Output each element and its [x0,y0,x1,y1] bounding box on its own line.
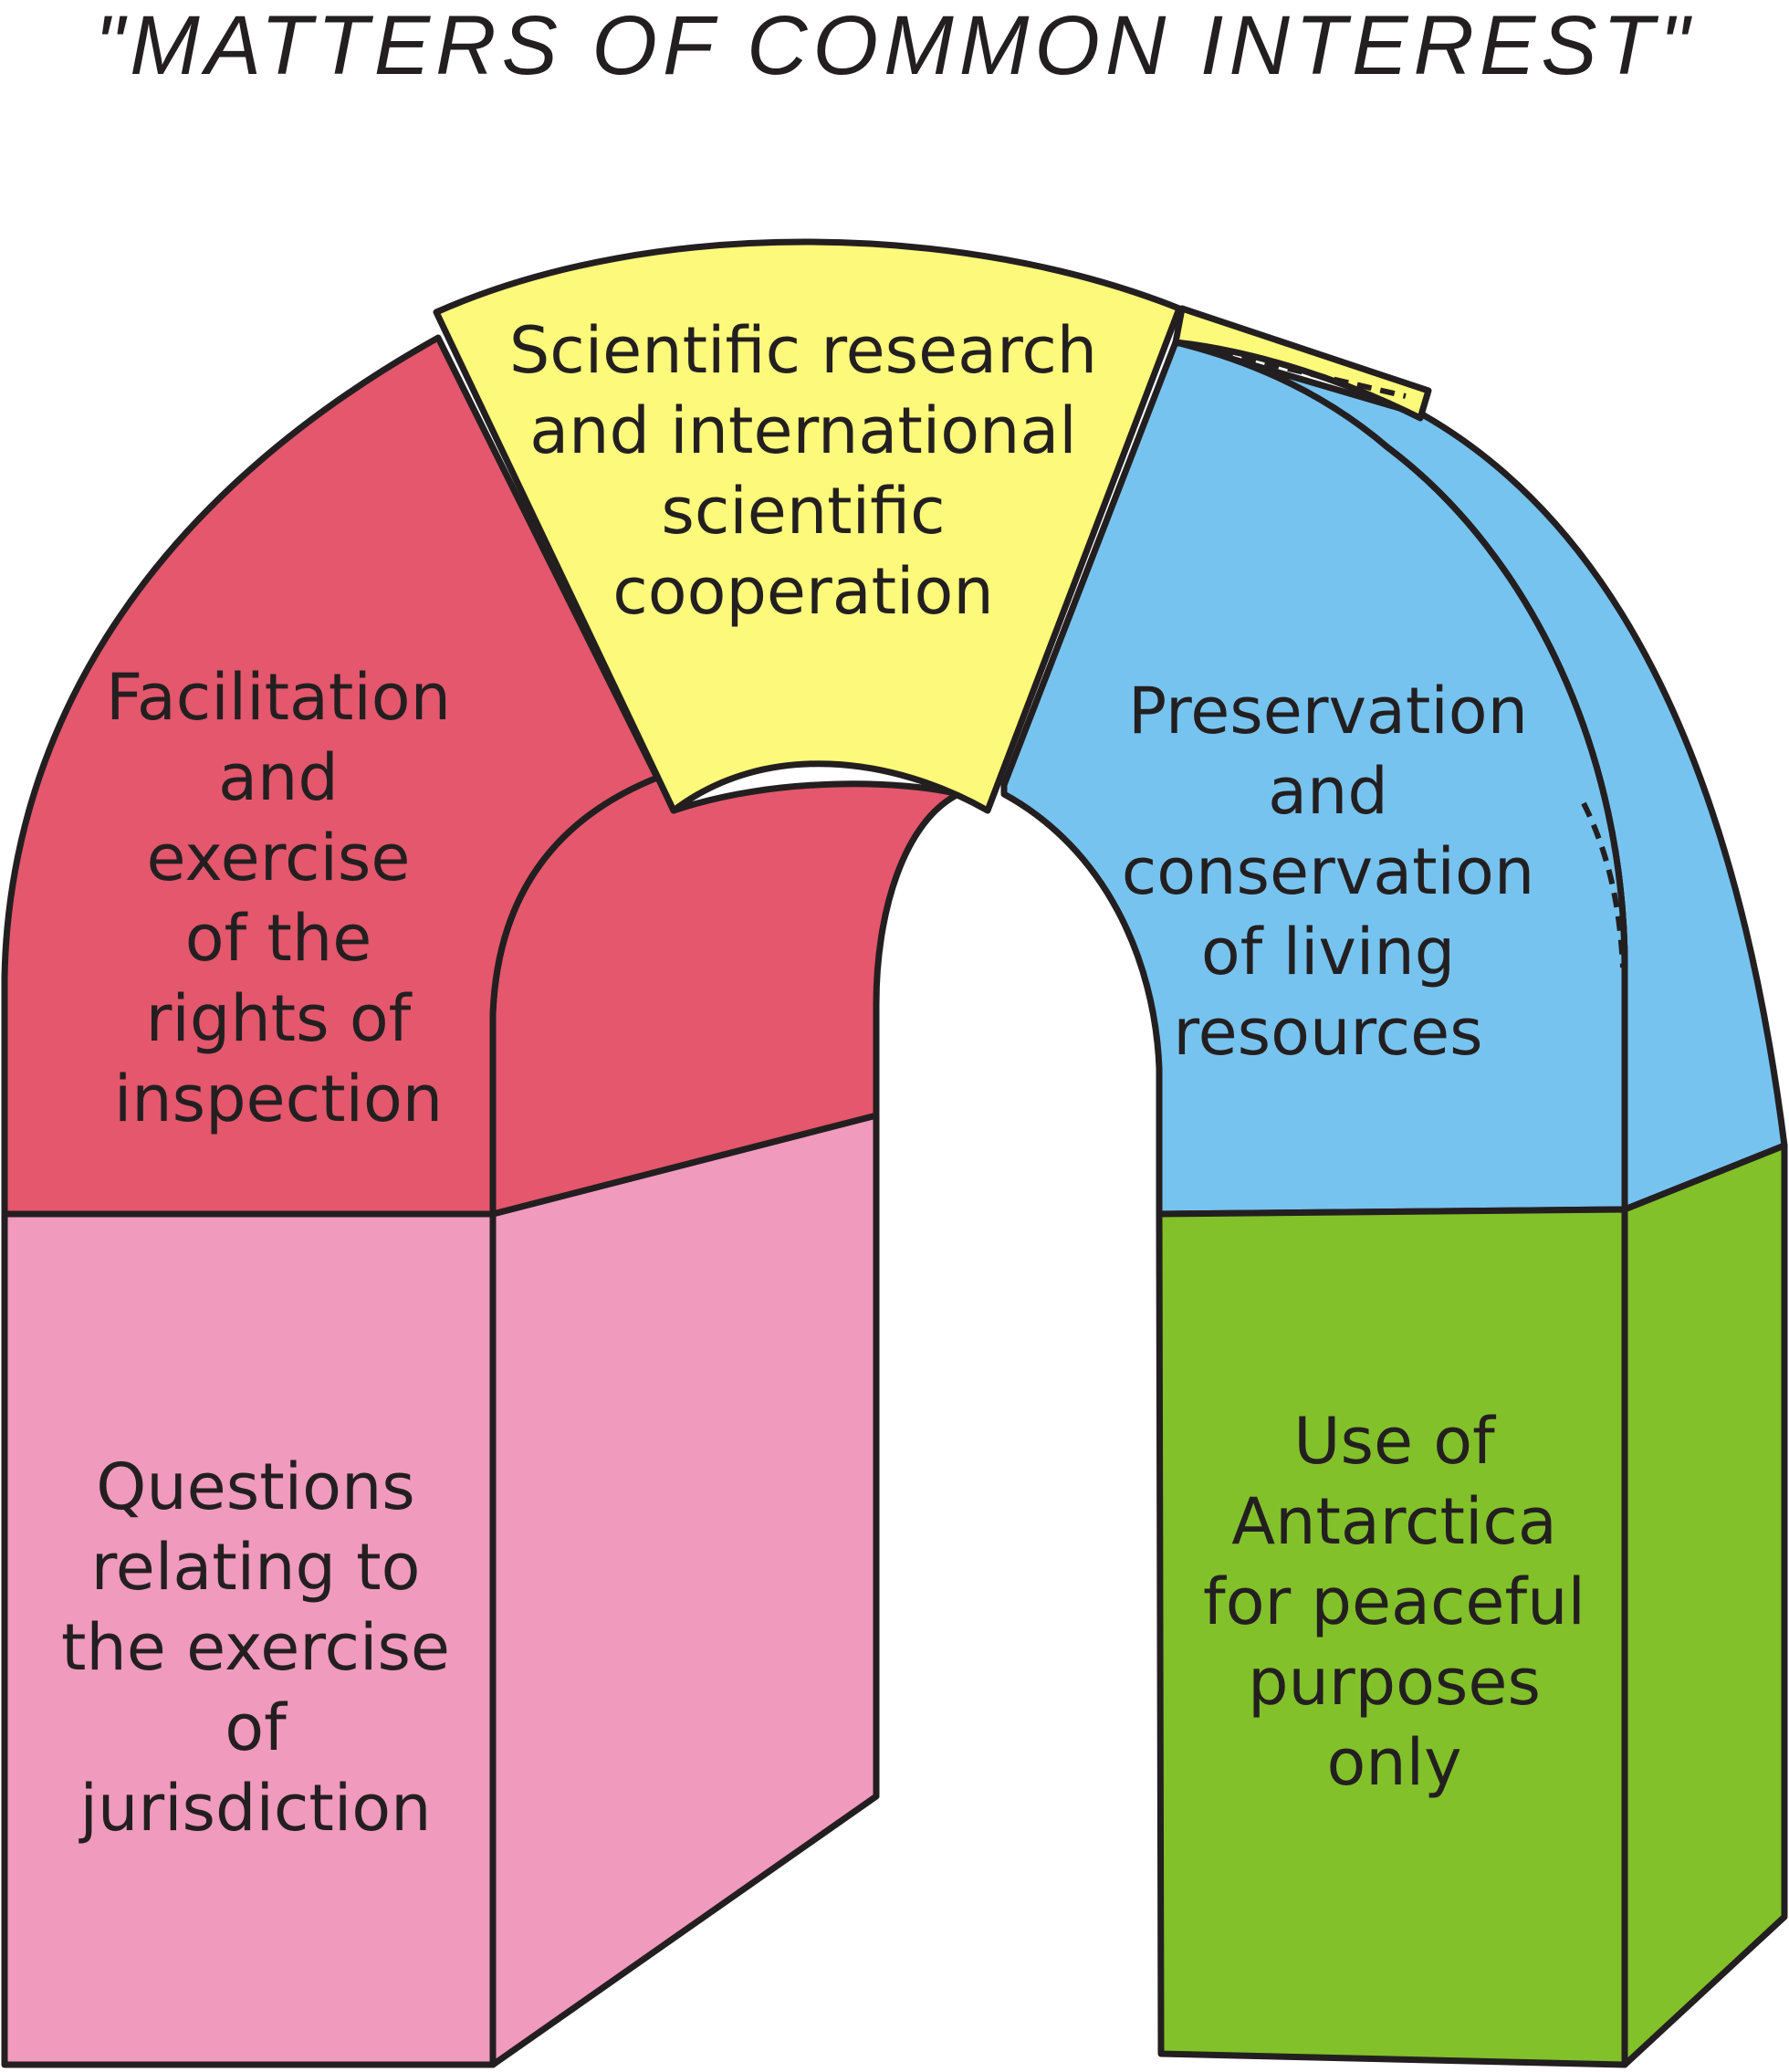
label-upper-left: Facilitation and exercise of the rights … [106,660,451,1136]
red-arch-front-face [1,334,661,1218]
green-pillar-front-face [1156,1206,1628,2068]
label-lower-left: Questions relating to the exercise of ju… [60,1449,450,1846]
green-pillar-side-face [1621,1142,1788,2068]
label-top-keystone: Scientific research and international sc… [508,313,1098,629]
yellow-keystone-front-face [433,238,1183,814]
diagram-title: "MATTERS OF COMMON INTEREST" [94,0,1695,92]
pink-pillar-side-face [489,1112,880,2068]
yellow-keystone-side-face [1172,305,1432,422]
blue-side-hidden-edge [1581,801,1626,968]
yellow-side-hidden-edge [1218,350,1407,399]
blue-arch-front-face [1000,339,1628,1218]
label-lower-right: Use of Antarctica for peaceful purposes … [1203,1404,1585,1800]
label-upper-right: Preservation and conservation of living … [1121,674,1535,1070]
